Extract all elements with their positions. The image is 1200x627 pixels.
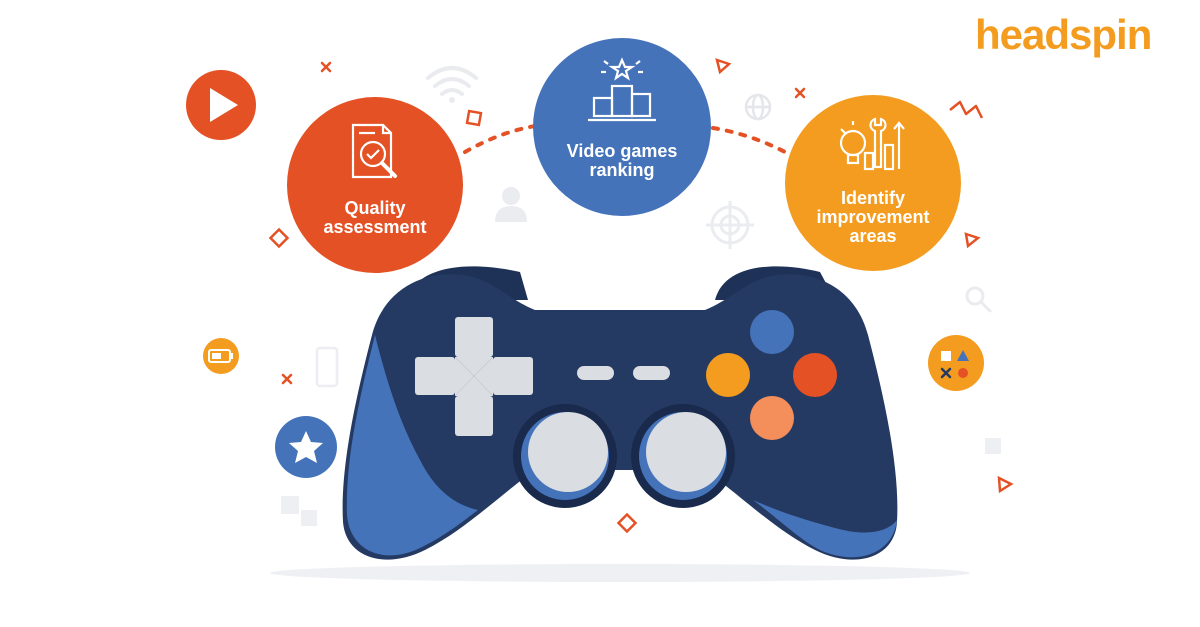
battery-icon <box>203 338 239 374</box>
decor-zigzag <box>949 100 984 119</box>
right-analog-stick <box>631 404 735 508</box>
magnifier-document-icon <box>351 123 397 179</box>
globe-icon <box>744 93 772 121</box>
decor-crosses <box>281 61 806 385</box>
podium-star-icon <box>588 57 656 122</box>
connector-right <box>711 126 787 154</box>
ground-shadow <box>270 564 970 582</box>
feature-video-games-ranking: Video games ranking <box>533 38 711 216</box>
action-button-top <box>750 310 794 354</box>
target-icon <box>706 201 754 249</box>
action-button-left <box>706 353 750 397</box>
action-button-right <box>793 353 837 397</box>
feature-identify-improvement-areas: Identify improvement areas <box>785 95 961 271</box>
feature-label: Identify improvement areas <box>816 188 930 246</box>
headspin-logo: headspin <box>975 11 1152 58</box>
lightbulb-wrench-chart-icon <box>839 117 905 171</box>
star-icon <box>275 416 337 478</box>
dpad <box>415 317 533 436</box>
action-button-bottom <box>750 396 794 440</box>
wifi-icon <box>426 66 478 103</box>
start-button <box>633 366 670 380</box>
feature-label: Quality assessment <box>323 198 427 237</box>
connector-left <box>463 124 537 154</box>
phone-icon <box>315 346 339 388</box>
user-icon <box>495 187 527 222</box>
game-controller <box>342 266 898 560</box>
feature-quality-assessment: Quality assessment <box>287 97 463 273</box>
decor-outlines <box>268 58 1014 534</box>
play-icon <box>186 70 256 140</box>
left-analog-stick <box>513 404 617 508</box>
search-icon <box>965 286 992 313</box>
puzzle-icon <box>281 438 1001 526</box>
shapes-icon <box>928 335 984 391</box>
feature-label: Video games ranking <box>566 141 678 180</box>
select-button <box>577 366 614 380</box>
